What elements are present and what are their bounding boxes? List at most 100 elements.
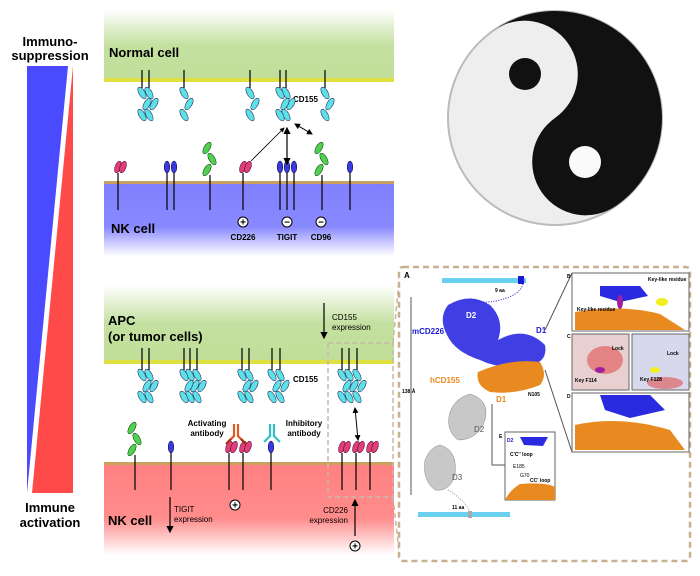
tigit-receptor <box>267 440 275 490</box>
lock-label-1: Lock <box>612 346 624 352</box>
cd155-receptor <box>337 348 367 404</box>
ig-domain <box>371 441 379 453</box>
ig-domain <box>357 441 365 453</box>
cd226-expression-label: CD226 <box>323 506 348 515</box>
panel-e-cd155 <box>505 483 555 500</box>
cd155-expression-label: CD155 <box>332 313 357 322</box>
ig-domain <box>207 152 217 166</box>
g70-label: G70 <box>520 473 530 479</box>
ig-domain <box>137 108 147 122</box>
ig-domain <box>275 86 285 100</box>
yin-yang-symbol <box>447 10 663 226</box>
key-like-residue-label-2: Key-like residue <box>577 307 616 313</box>
ig-domain <box>352 368 362 382</box>
cd226-receptor <box>239 161 252 210</box>
activating-antibody <box>225 424 247 445</box>
inhibitory-antibody-label-2: antibody <box>287 429 321 438</box>
n105-label: N105 <box>528 392 540 398</box>
normal-cell-label: Normal cell <box>109 45 179 60</box>
activation-label: Immune <box>25 500 75 515</box>
cd155-label-bottom: CD155 <box>293 375 318 384</box>
ig-domain <box>230 441 238 453</box>
cd155-receptor <box>275 70 296 122</box>
nk-cell-label-bottom: NK cell <box>108 513 152 528</box>
ig-domain <box>197 379 207 393</box>
panel-d-cd155 <box>575 421 685 450</box>
hcd155-label: hCD155 <box>430 376 460 385</box>
ig-domain <box>275 368 285 382</box>
key-f128-residue <box>650 367 660 373</box>
apc-label: APC <box>108 313 136 328</box>
ig-domain <box>314 141 324 155</box>
panel-b-connector <box>544 272 573 331</box>
svg-text:+: + <box>352 542 358 553</box>
tigit-receptor <box>346 160 354 210</box>
svg-text:+: + <box>232 501 238 512</box>
panel-b-cd155 <box>575 308 685 330</box>
nk-cell-label-top: NK cell <box>111 221 155 236</box>
panel-d-cd226 <box>600 395 665 418</box>
cd226-tm-segment <box>518 276 524 284</box>
key-residue-magenta <box>617 295 623 309</box>
panel-e-label: E <box>499 434 503 440</box>
activation-label-2: activation <box>20 515 81 530</box>
ig-domain <box>127 421 137 435</box>
ig-domain <box>127 443 137 457</box>
ig-domain <box>237 368 247 382</box>
panel-d-connector <box>544 369 573 453</box>
mcd226-ribbon <box>442 298 546 367</box>
ig-domain <box>137 368 147 382</box>
hcd155-d2-label: D2 <box>474 425 485 434</box>
ig-domain <box>170 160 178 174</box>
lock-surface-left <box>587 346 623 374</box>
nk-cell-membrane <box>104 181 394 184</box>
ig-domain <box>167 440 175 454</box>
tigit-receptor <box>167 440 175 490</box>
zoom-region-box <box>327 342 394 498</box>
ig-domain <box>192 368 202 382</box>
plus-sign-antibody: + <box>229 499 241 512</box>
cd155-cd226-interaction-arrow <box>352 407 361 441</box>
ig-domain <box>267 368 277 382</box>
yin-half <box>493 11 662 216</box>
ig-domain <box>179 86 189 100</box>
cd96-receptor <box>202 141 217 210</box>
light-dot <box>569 146 601 178</box>
mcd226-d1-label: D1 <box>536 326 547 335</box>
ig-domain <box>320 86 330 100</box>
ig-domain <box>357 379 367 393</box>
hcd155-d1-label: D1 <box>496 395 507 404</box>
dark-dot <box>509 58 541 90</box>
cd96-receptor <box>127 421 142 490</box>
length-label: 138 Å <box>402 388 416 395</box>
ig-domain <box>280 97 290 111</box>
ig-domain <box>346 160 354 174</box>
ig-domain <box>202 141 212 155</box>
cd155-receptor <box>320 70 335 122</box>
panel-a-label: A <box>404 271 410 280</box>
panel-b-cd226 <box>600 286 648 302</box>
normal-cell-membrane <box>104 78 394 82</box>
panel-e-connector <box>491 404 505 466</box>
cd155-receptor <box>179 348 207 404</box>
ig-domain <box>132 432 142 446</box>
key-f128-label: Key F128 <box>640 377 662 383</box>
ig-domain <box>179 390 189 404</box>
cd96-label: CD96 <box>311 233 332 242</box>
bottom-membrane-bar <box>418 512 510 517</box>
ig-domain <box>245 108 255 122</box>
receptor-sign-cd226: + <box>237 216 249 229</box>
key-f114-residue <box>595 367 605 373</box>
cd155-receptor <box>137 70 159 122</box>
nk-cell-region <box>104 182 394 256</box>
activating-antibody-label-2: antibody <box>190 429 224 438</box>
ig-domain <box>280 379 290 393</box>
ig-domain <box>149 97 159 111</box>
ig-domain <box>250 97 260 111</box>
ig-domain <box>149 379 159 393</box>
ig-domain <box>163 160 171 174</box>
ig-domain <box>314 163 324 177</box>
cd155-receptor <box>245 70 260 122</box>
cd155-receptor <box>267 348 290 404</box>
